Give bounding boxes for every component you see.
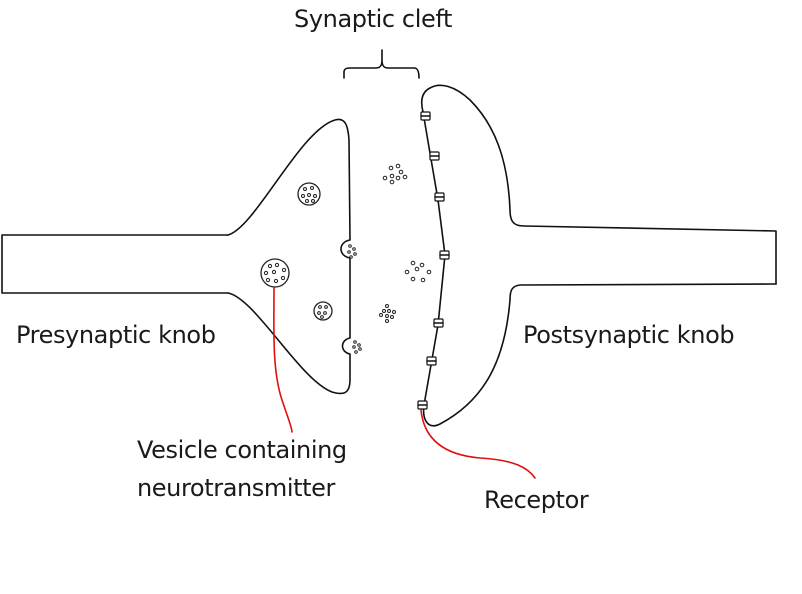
vesicle-fusing xyxy=(352,340,362,354)
postsynaptic-membrane-outline xyxy=(420,87,777,427)
receptor xyxy=(434,192,445,202)
presynaptic-knob-outline xyxy=(227,118,351,395)
receptor-label: Receptor xyxy=(484,486,589,514)
postsynaptic-knob-outline xyxy=(429,84,777,285)
vesicle-highlighted xyxy=(260,258,290,288)
vesicle xyxy=(313,301,333,321)
receptor xyxy=(426,356,437,366)
neurotransmitter-cluster xyxy=(404,260,432,283)
receptor xyxy=(429,151,440,161)
vesicle-pointer-line xyxy=(273,287,293,433)
synaptic-cleft-bracket xyxy=(343,49,420,79)
vesicle-label-line1: Vesicle containing xyxy=(137,436,347,464)
neurotransmitter-cluster xyxy=(379,304,396,323)
vesicle-label-line2: neurotransmitter xyxy=(137,474,336,502)
receptor xyxy=(420,111,431,121)
receptor-highlighted xyxy=(417,400,428,410)
receptor xyxy=(439,250,450,260)
synaptic-cleft-label: Synaptic cleft xyxy=(294,5,452,33)
postsynaptic-knob-label: Postsynaptic knob xyxy=(523,321,735,349)
vesicle xyxy=(297,182,321,206)
vesicle-fusing xyxy=(347,244,357,259)
neurotransmitter-cluster xyxy=(382,163,408,185)
receptor-pointer-line xyxy=(420,409,536,479)
receptor xyxy=(433,318,444,328)
presynaptic-knob-label: Presynaptic knob xyxy=(16,321,216,349)
presynaptic-axon-outline xyxy=(1,234,229,294)
